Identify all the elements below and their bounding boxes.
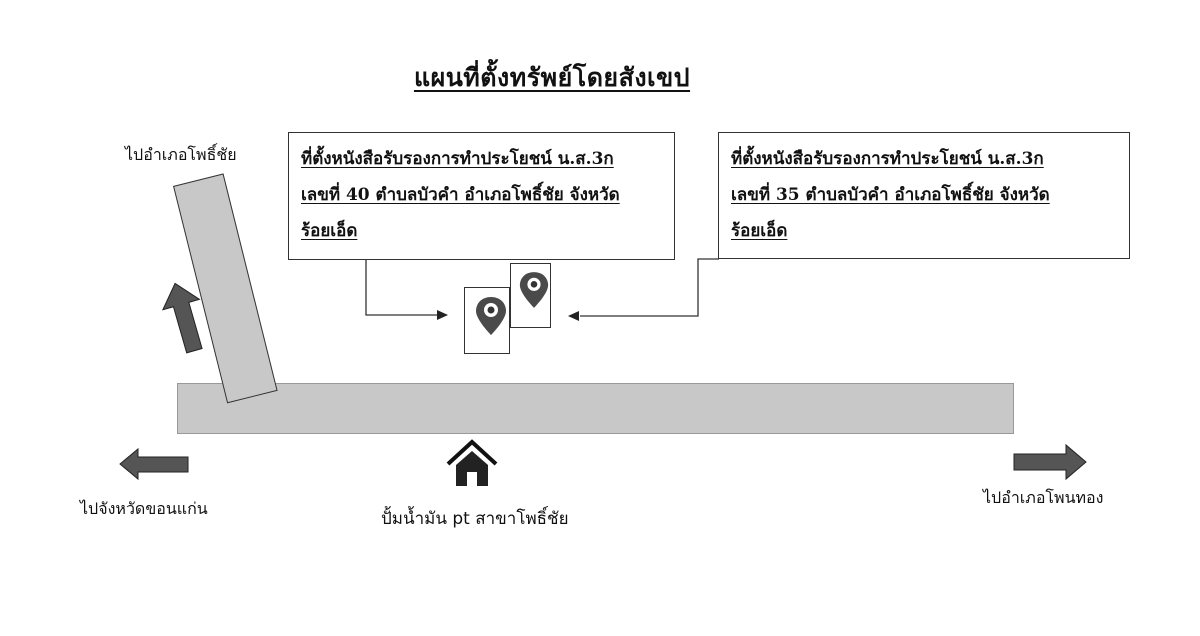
direction-label-east: ไปอำเภอโพนทอง (983, 488, 1104, 507)
direction-label-west: ไปจังหวัดขอนแก่น (80, 499, 208, 518)
map-pin-icon (476, 297, 506, 335)
plot-info-line: ที่ตั้งหนังสือรับรองการทำประโยชน์ น.ส.3ก (301, 149, 614, 169)
direction-label-north: ไปอำเภอโพธิ์ชัย (125, 145, 237, 164)
plot-info-line: ร้อยเอ็ด (301, 221, 358, 241)
house-icon (446, 439, 498, 486)
plot-info-box-40: ที่ตั้งหนังสือรับรองการทำประโยชน์ น.ส.3ก… (288, 132, 675, 260)
arrow-up-icon (161, 282, 203, 354)
map-pin-icon (519, 272, 549, 308)
plot-info-line: เลขที่ 35 ตำบลบัวคำ อำเภอโพธิ์ชัย จังหวั… (731, 185, 1050, 205)
plot-info-box-35: ที่ตั้งหนังสือรับรองการทำประโยชน์ น.ส.3ก… (718, 132, 1130, 259)
arrow-right-icon (1013, 443, 1087, 481)
arrowhead-left-icon (568, 311, 579, 321)
main-road (177, 383, 1014, 434)
arrowhead-right-icon (437, 310, 448, 320)
landmark-label: ปั้มน้ำมัน pt สาขาโพธิ์ชัย (381, 509, 569, 529)
plot-info-line: ที่ตั้งหนังสือรับรองการทำประโยชน์ น.ส.3ก (731, 149, 1044, 169)
plot-info-line: ร้อยเอ็ด (731, 221, 788, 241)
map-title: แผนที่ตั้งทรัพย์โดยสังเขป (413, 63, 691, 92)
arrow-left-icon (119, 447, 189, 481)
plot-info-line: เลขที่ 40 ตำบลบัวคำ อำเภอโพธิ์ชัย จังหวั… (301, 185, 620, 205)
